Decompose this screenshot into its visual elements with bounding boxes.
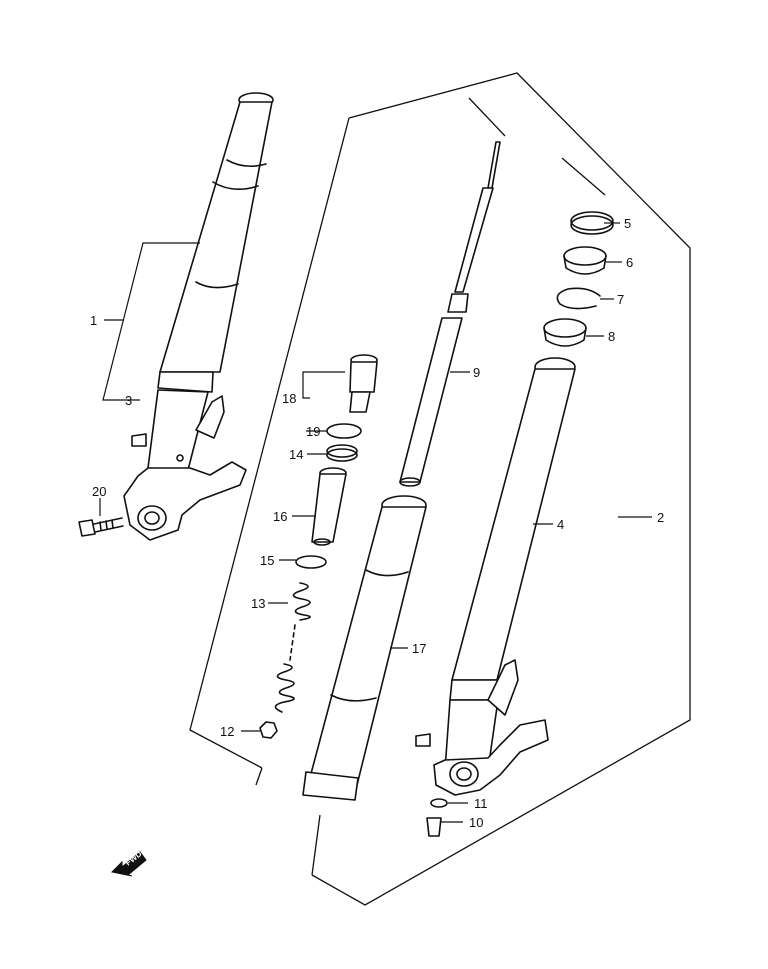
callout-14: 14: [289, 447, 303, 462]
part-14-washer: [326, 444, 358, 462]
callout-labels: 1 2 3 4 5 6 7 8 9 10 11 12 13 14 15 16 1…: [90, 216, 664, 830]
fork-assembly-complete: [123, 92, 274, 541]
assembly-frame: [189, 72, 691, 906]
callout-1: 1: [90, 313, 97, 328]
part-18-cap-bolt: [349, 354, 378, 413]
part-15-washer: [295, 555, 327, 569]
part-13-fork-spring: [274, 582, 311, 713]
callout-20: 20: [92, 484, 106, 499]
callout-4: 4: [557, 517, 564, 532]
part-6-oil-seal: [563, 246, 607, 275]
callout-2: 2: [657, 510, 664, 525]
callout-15: 15: [260, 553, 274, 568]
part-16-spacer: [311, 467, 347, 546]
callout-11: 11: [474, 796, 488, 811]
part-5-dust-seal: [570, 211, 614, 235]
part-11-gasket: [430, 798, 448, 808]
callout-7: 7: [617, 292, 624, 307]
part-19-o-ring: [326, 423, 362, 439]
part-12-nut: [259, 721, 278, 739]
callout-19: 19: [306, 424, 320, 439]
part-8-guide-bushing: [543, 318, 587, 347]
callout-12: 12: [220, 724, 234, 739]
callout-9: 9: [473, 365, 480, 380]
callout-6: 6: [626, 255, 633, 270]
part-10-drain-bolt: [426, 817, 442, 837]
callout-17: 17: [412, 641, 426, 656]
callout-10: 10: [469, 815, 483, 830]
leader-lines: [99, 222, 652, 823]
part-17-outer-tube: [302, 495, 427, 801]
callout-13: 13: [251, 596, 265, 611]
callout-3: 3: [125, 393, 132, 408]
fwd-arrow-icon: FWD: [110, 849, 147, 877]
callout-18: 18: [282, 391, 296, 406]
callout-16: 16: [273, 509, 287, 524]
part-20-axle-pinch-bolt: [78, 517, 124, 537]
callout-5: 5: [624, 216, 631, 231]
callout-8: 8: [608, 329, 615, 344]
part-9-damper-rod: [399, 141, 501, 487]
part-7-stopper-ring: [556, 287, 601, 310]
fork-lower-leg: [415, 659, 549, 796]
